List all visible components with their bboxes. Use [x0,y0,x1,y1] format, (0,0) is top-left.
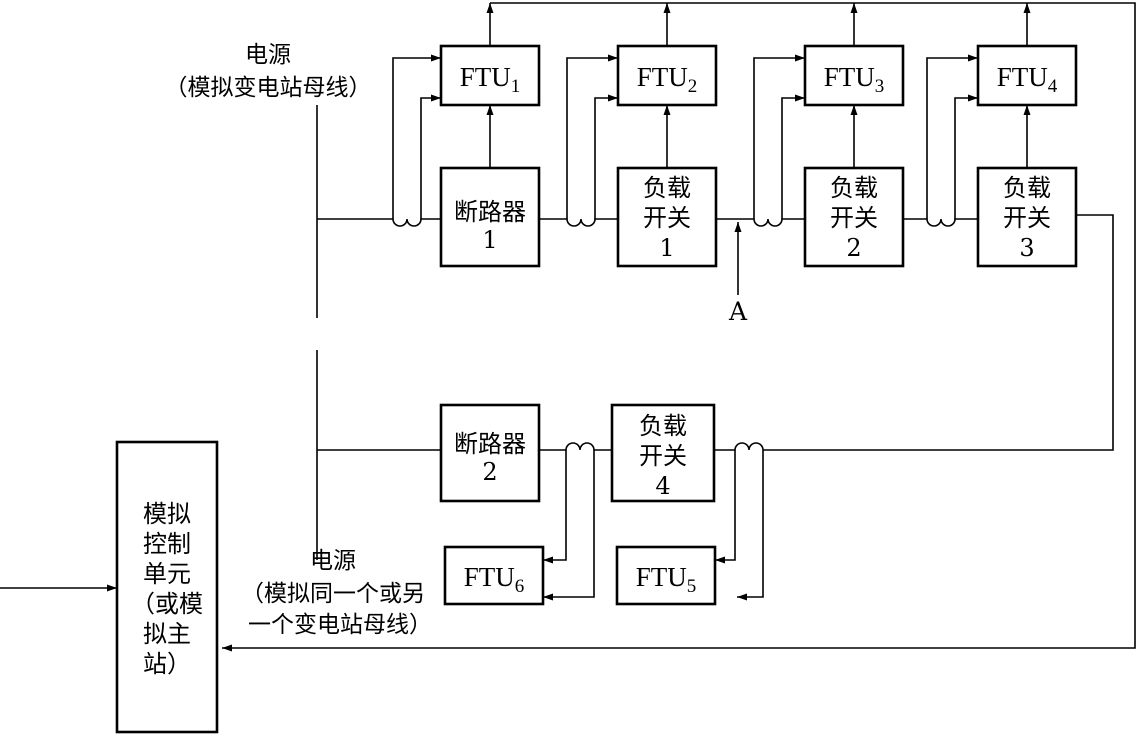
ftu3-box: FTU3 [803,44,905,107]
ct-wire-ftu1-a [392,54,441,219]
control-unit-line-3: 单元 [143,560,191,588]
ftu4-box: FTU4 [976,44,1078,107]
ct-wire-ftu5-a [715,450,736,564]
svg-text:开关: 开关 [643,204,691,232]
feeder-segment-switch4-tie [714,442,764,451]
point-a-label: A [728,297,748,326]
ct-wire-ftu6-b [543,450,595,601]
feeder-segment-breaker2-switch4 [539,442,612,451]
svg-text:FTU1: FTU1 [460,62,521,97]
feeder-segment-switch2-switch3 [903,218,978,227]
top-source-desc: （模拟变电站母线） [165,75,372,101]
control-unit-line-6: 站） [143,650,191,678]
ftu1-box: FTU1 [439,44,541,107]
svg-text:开关: 开关 [639,442,687,470]
svg-text:负载: 负载 [643,174,691,202]
bottom-source-desc-2: 一个变电站母线） [248,612,432,638]
svg-text:断路器: 断路器 [454,198,526,226]
ct-wire-ftu2-b [594,94,618,219]
svg-text:FTU5: FTU5 [636,562,697,597]
simulation-control-unit: 模拟 控制 单元 （或模 拟主 站） [115,440,219,734]
svg-text:FTU2: FTU2 [637,62,698,97]
svg-text:3: 3 [1019,234,1034,262]
tie-line [763,214,1114,451]
bottom-source-desc-1: （模拟同一个或另 [241,581,425,607]
svg-text:开关: 开关 [1003,204,1051,232]
feeder-segment-breaker1-switch1 [539,218,618,227]
load-switch-3-box: 负载 开关 3 [976,166,1078,268]
load-switch-2-box: 负载 开关 2 [803,166,905,268]
ct-wire-ftu2-a [566,54,618,219]
ftu5-box: FTU5 [615,545,717,606]
breaker-1-box: 断路器 1 [439,166,541,268]
svg-text:FTU6: FTU6 [464,562,525,597]
ct-wire-ftu5-b [737,450,764,601]
ct-wire-ftu3-a [753,54,805,219]
ct-wire-ftu4-a [926,54,978,219]
control-unit-line-4: （或模 [131,590,203,618]
ct-wire-ftu4-b [954,94,978,219]
control-unit-line-2: 控制 [143,530,191,558]
breaker-2-box: 断路器 2 [439,403,541,503]
svg-text:1: 1 [482,226,497,254]
ftu2-box: FTU2 [616,44,718,107]
svg-text:负载: 负载 [830,174,878,202]
ct-wire-ftu6-a [543,450,567,564]
ct-wire-ftu1-b [420,94,441,219]
svg-text:2: 2 [482,458,497,486]
svg-text:负载: 负载 [639,412,687,440]
control-unit-line-5: 拟主 [143,620,191,648]
ftu6-box: FTU6 [443,545,545,606]
ct-wire-ftu3-b [781,94,805,219]
svg-text:开关: 开关 [830,204,878,232]
feeder-segment-switch1-switch2 [716,218,805,227]
svg-text:1: 1 [659,234,674,262]
communication-bus [222,2,1136,652]
load-switch-1-box: 负载 开关 1 [616,166,718,268]
svg-text:FTU3: FTU3 [824,62,885,97]
svg-text:FTU4: FTU4 [997,62,1058,97]
svg-text:2: 2 [846,234,861,262]
svg-text:负载: 负载 [1003,174,1051,202]
svg-text:4: 4 [655,472,670,500]
bottom-source-label: 电源 [310,548,356,574]
load-switch-4-box: 负载 开关 4 [610,403,716,503]
control-unit-line-1: 模拟 [143,500,191,528]
svg-text:断路器: 断路器 [454,430,526,458]
top-source-label: 电源 [245,42,291,68]
feeder-segment-source-breaker1 [317,218,441,227]
